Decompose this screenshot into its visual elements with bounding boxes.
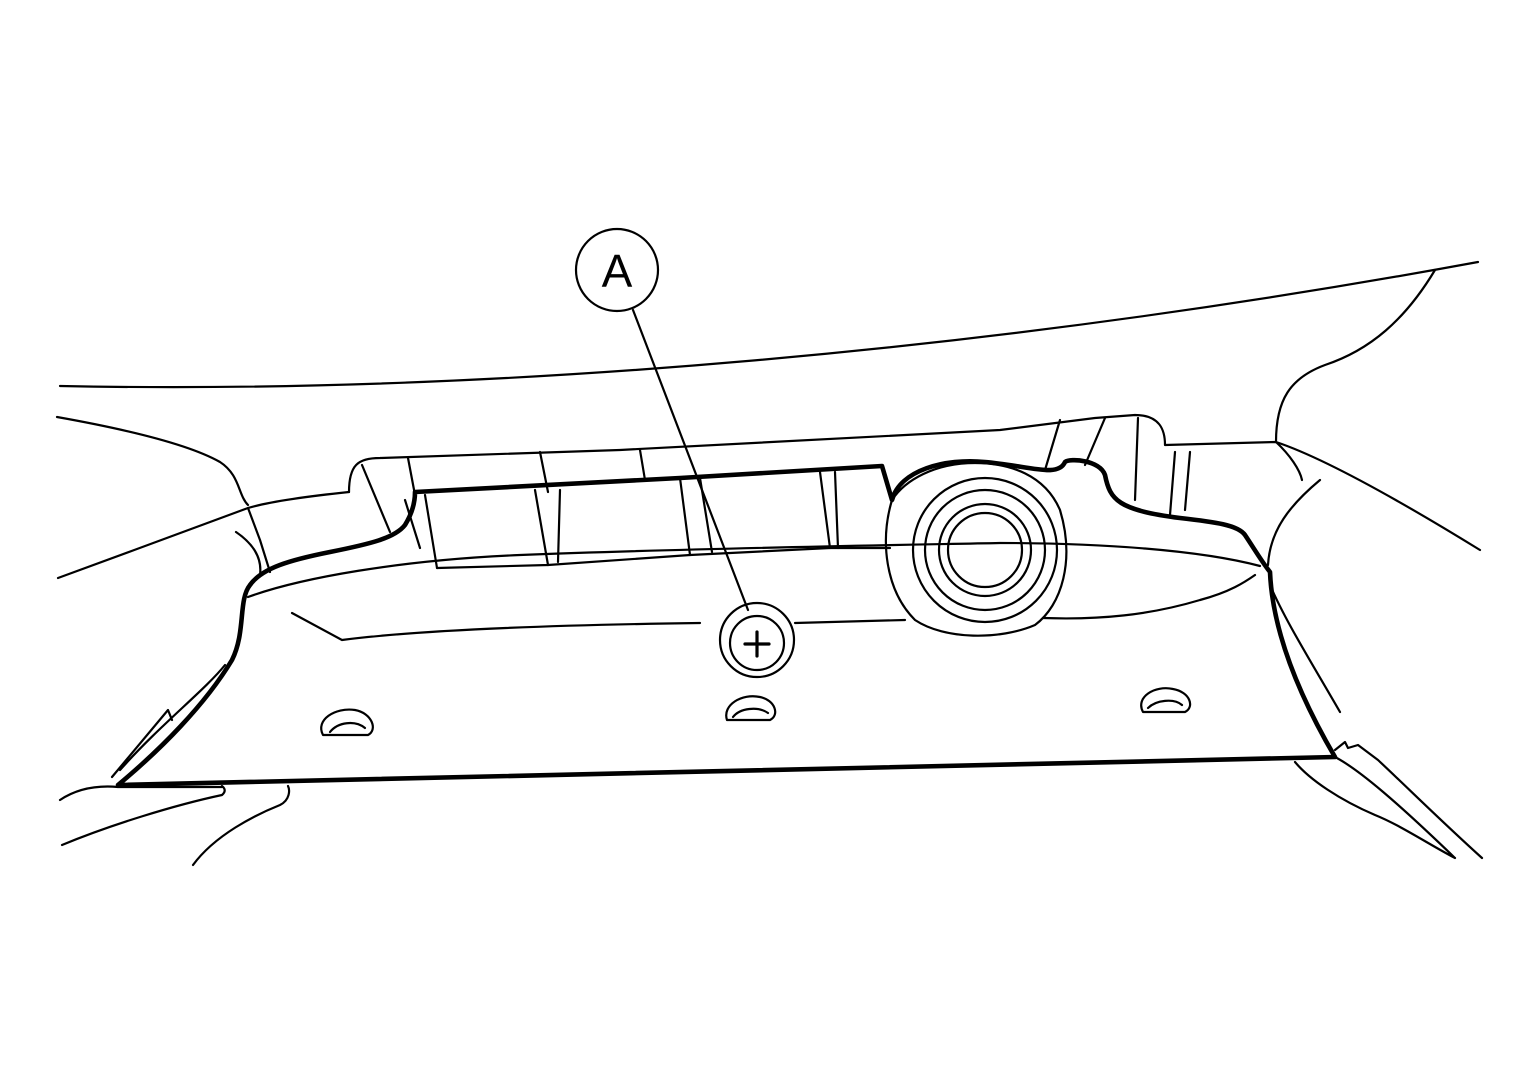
left-pillar-inner — [246, 506, 272, 574]
lower-left-trim-2 — [60, 784, 226, 847]
right-upper-curve — [1274, 268, 1437, 444]
screw-outer-ring — [718, 601, 796, 679]
upper-panel-edge — [58, 260, 1480, 389]
left-trim-lower — [56, 490, 351, 580]
lower-left-curve — [191, 784, 291, 867]
mount-lower-groove — [290, 611, 702, 642]
slot-hole-center — [725, 695, 777, 722]
callout-leader-line — [631, 308, 750, 612]
left-corner-lines — [110, 663, 227, 779]
right-trim-upper — [1274, 440, 1304, 482]
lower-right-trim-2 — [1293, 755, 1457, 860]
callout-circle — [574, 227, 660, 313]
right-outer-edge — [1268, 583, 1342, 714]
left-pillar-edge — [234, 530, 262, 577]
screw-cross-icon — [743, 630, 771, 658]
ring-boss-ring-3 — [937, 502, 1033, 598]
ring-boss-ring-1 — [911, 476, 1059, 624]
lower-left-trim — [58, 785, 224, 802]
vent-slots-lower — [403, 498, 422, 550]
slot-hole-right — [1140, 687, 1192, 714]
mount-mid-line — [793, 618, 907, 625]
mount-main-outline — [115, 457, 1338, 788]
mount-top-rail — [347, 413, 1482, 552]
left-trim-upper — [55, 415, 250, 507]
right-trim-curve — [1266, 478, 1322, 567]
lower-right-trim — [1333, 740, 1484, 860]
vent-floor — [435, 546, 892, 570]
ring-boss-ring-2 — [923, 488, 1047, 612]
mount-right-groove — [1041, 573, 1257, 620]
slot-hole-left — [320, 708, 374, 737]
screw-head — [728, 614, 786, 672]
ring-boss-ring-4 — [946, 511, 1024, 589]
callout-label: A — [602, 245, 633, 297]
ring-boss-body — [884, 461, 1068, 637]
vent-slot-lines — [360, 416, 1192, 570]
mount-inner-contour — [246, 541, 1262, 599]
